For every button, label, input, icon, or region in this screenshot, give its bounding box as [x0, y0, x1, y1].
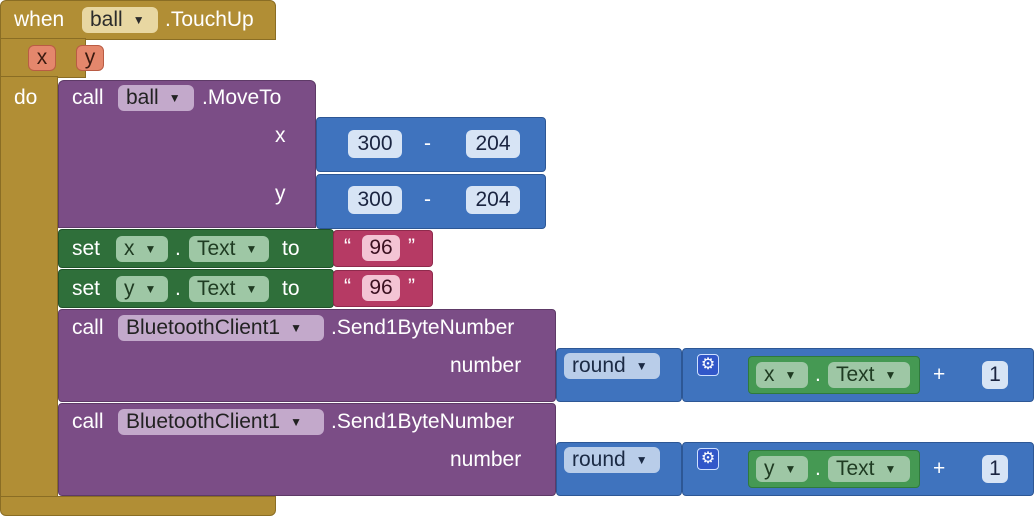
chevron-down-icon: ▼ [784, 462, 797, 476]
set1-property-dropdown[interactable]: Text ▼ [189, 236, 269, 262]
text1-value[interactable]: 96 [362, 235, 400, 261]
math-y-left-value[interactable]: 300 [348, 186, 402, 214]
send2-call-keyword: call [72, 410, 104, 433]
set1-component-dropdown[interactable]: x ▼ [116, 236, 168, 262]
getter1-property-dropdown[interactable]: Text ▼ [828, 362, 910, 388]
round1-label: round [572, 354, 626, 377]
getter2-dot: . [815, 457, 821, 480]
set1-component-label: x [124, 237, 135, 260]
event-component-dropdown[interactable]: ball ▼ [82, 7, 158, 33]
round2-dropdown[interactable]: round ▼ [564, 447, 660, 473]
getter1-component-label: x [764, 363, 775, 386]
math-x-right-value[interactable]: 204 [466, 130, 520, 158]
send2-arg-label: number [450, 448, 522, 471]
math-y-right-value[interactable]: 204 [466, 186, 520, 214]
round2-label: round [572, 448, 626, 471]
set2-dot: . [175, 277, 181, 300]
send2-method: .Send1ByteNumber [331, 410, 515, 433]
add1-addend[interactable]: 1 [982, 361, 1008, 389]
getter2-component-dropdown[interactable]: y ▼ [756, 456, 808, 482]
round1-dropdown[interactable]: round ▼ [564, 353, 660, 379]
param-y[interactable]: y [76, 45, 104, 71]
chevron-down-icon: ▼ [884, 368, 897, 382]
getter2-property-dropdown[interactable]: Text ▼ [828, 456, 910, 482]
chevron-down-icon: ▼ [132, 13, 145, 27]
gear-icon[interactable]: ⚙ [697, 354, 719, 376]
moveto-x-label: x [275, 124, 286, 147]
moveto-component-dropdown[interactable]: ball ▼ [118, 85, 194, 111]
chevron-down-icon: ▼ [245, 242, 258, 256]
moveto-y-label: y [275, 182, 286, 205]
send1-call-keyword: call [72, 316, 104, 339]
text2-open-quote: “ [344, 275, 351, 298]
event-component-label: ball [90, 8, 123, 31]
math-y-operator: - [424, 188, 431, 211]
text2-close-quote: ” [408, 275, 415, 298]
set1-dot: . [175, 237, 181, 260]
set2-component-label: y [124, 277, 135, 300]
gear-icon[interactable]: ⚙ [697, 448, 719, 470]
text2-value[interactable]: 96 [362, 275, 400, 301]
getter1-dot: . [815, 363, 821, 386]
param-x[interactable]: x [28, 45, 56, 71]
chevron-down-icon: ▼ [635, 359, 648, 373]
getter1-property-label: Text [836, 363, 875, 386]
chevron-down-icon: ▼ [144, 242, 157, 256]
set2-property-dropdown[interactable]: Text ▼ [189, 276, 269, 302]
add2-addend[interactable]: 1 [982, 455, 1008, 483]
send2-component-label: BluetoothClient1 [126, 410, 281, 433]
chevron-down-icon: ▼ [168, 91, 181, 105]
text1-open-quote: “ [344, 235, 351, 258]
set2-property-label: Text [197, 277, 236, 300]
chevron-down-icon: ▼ [290, 415, 302, 429]
send1-method: .Send1ByteNumber [331, 316, 515, 339]
send1-arg-label: number [450, 354, 522, 377]
send2-component-dropdown[interactable]: BluetoothClient1 ▼ [118, 409, 324, 435]
do-keyword: do [14, 86, 38, 109]
set1-to-keyword: to [282, 237, 300, 260]
moveto-method: .MoveTo [202, 86, 282, 109]
getter2-component-label: y [764, 457, 775, 480]
chevron-down-icon: ▼ [784, 368, 797, 382]
set2-to-keyword: to [282, 277, 300, 300]
event-block-spine [0, 76, 58, 506]
set1-keyword: set [72, 237, 101, 260]
getter1-component-dropdown[interactable]: x ▼ [756, 362, 808, 388]
chevron-down-icon: ▼ [635, 453, 648, 467]
add1-operator: + [933, 363, 946, 386]
set2-component-dropdown[interactable]: y ▼ [116, 276, 168, 302]
set1-property-label: Text [197, 237, 236, 260]
moveto-call-keyword: call [72, 86, 104, 109]
chevron-down-icon: ▼ [245, 282, 258, 296]
math-x-left-value[interactable]: 300 [348, 130, 402, 158]
send1-component-dropdown[interactable]: BluetoothClient1 ▼ [118, 315, 324, 341]
moveto-component-label: ball [126, 86, 159, 109]
chevron-down-icon: ▼ [144, 282, 157, 296]
text1-close-quote: ” [408, 235, 415, 258]
getter2-property-label: Text [836, 457, 875, 480]
event-name: .TouchUp [165, 8, 254, 31]
add2-operator: + [933, 457, 946, 480]
send1-component-label: BluetoothClient1 [126, 316, 281, 339]
chevron-down-icon: ▼ [884, 462, 897, 476]
set2-keyword: set [72, 277, 101, 300]
chevron-down-icon: ▼ [290, 321, 302, 335]
math-x-operator: - [424, 132, 431, 155]
event-block-footer [0, 496, 276, 516]
when-keyword: when [14, 8, 65, 31]
